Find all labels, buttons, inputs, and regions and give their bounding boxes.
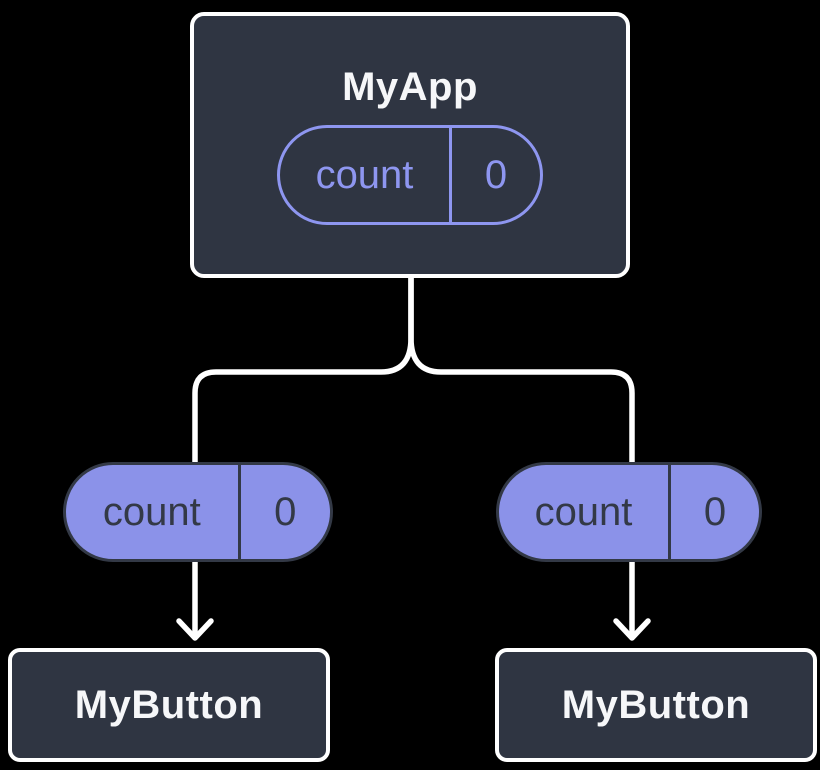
prop-value: 0: [274, 489, 297, 534]
child-component-title: MyButton: [561, 683, 751, 727]
prop-name: count: [66, 465, 241, 559]
state-name: count: [280, 128, 452, 222]
prop-name: count: [499, 465, 671, 559]
prop-pill-right: count 0: [496, 462, 762, 562]
arrow-head-left-icon: [176, 618, 214, 641]
state-pill: count 0: [277, 125, 543, 225]
child-component-box-left: MyButton: [8, 648, 330, 762]
child-component-box-right: MyButton: [495, 648, 817, 762]
branch-line-left: [192, 272, 414, 465]
arrow-head-right-icon: [613, 618, 651, 641]
child-component-title: MyButton: [74, 683, 264, 727]
root-component-title: MyApp: [342, 65, 478, 109]
prop-value: 0: [703, 489, 727, 534]
state-value: 0: [484, 152, 508, 197]
branch-line-right: [408, 272, 635, 465]
prop-pill-left: count 0: [63, 462, 333, 562]
root-component-box: MyApp count 0: [190, 12, 630, 278]
